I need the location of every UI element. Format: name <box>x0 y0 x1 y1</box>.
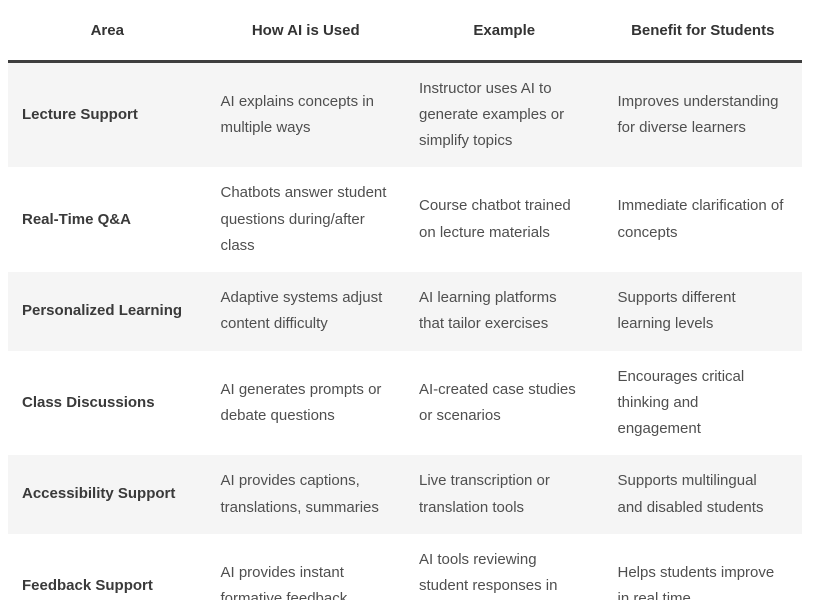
table-row-personalized-learning: Personalized Learning Adaptive systems a… <box>8 272 802 351</box>
cell-how-ai-is-used: Adaptive systems adjust content difficul… <box>220 289 383 333</box>
column-header-area: Area <box>8 0 207 63</box>
cell-benefit: Immediate clarification of concepts <box>617 197 784 241</box>
ai-in-classroom-table: Area How AI is Used Example Benefit for … <box>8 0 802 600</box>
cell-example: Live transcription or translation tools <box>419 472 550 516</box>
table-row-real-time-qa: Real-Time Q&A Chatbots answer student qu… <box>8 167 802 272</box>
cell-example: AI tools reviewing student responses in … <box>419 550 558 594</box>
cell-how-ai-is-used: AI explains concepts in multiple ways <box>220 92 374 136</box>
cell-benefit: Supports multilingual and disabled stude… <box>617 472 764 516</box>
cell-how-ai-is-used: Chatbots answer student questions during… <box>220 184 387 254</box>
cell-example: AI learning platforms that tailor exerci… <box>419 289 557 333</box>
cell-area: Personalized Learning <box>22 302 183 320</box>
cell-how-ai-is-used: AI provides captions, translations, summ… <box>220 472 379 516</box>
cell-area: Lecture Support <box>22 105 138 123</box>
table-row-accessibility-support: Accessibility Support AI provides captio… <box>8 455 802 534</box>
table-header-row: Area How AI is Used Example Benefit for … <box>8 0 802 63</box>
table-row-lecture-support: Lecture Support AI explains concepts in … <box>8 61 802 168</box>
column-header-benefit-for-students: Benefit for Students <box>603 0 802 63</box>
table-row-feedback-support: Feedback Support AI provides instant for… <box>8 533 802 600</box>
cell-example: AI-created case studies or scenarios <box>419 380 576 424</box>
cell-example: Course chatbot trained on lecture materi… <box>419 197 571 241</box>
cell-benefit: Encourages critical thinking and engagem… <box>617 367 745 438</box>
cell-area: Feedback Support <box>22 577 153 594</box>
cell-how-ai-is-used: AI provides instant formative feedback <box>220 563 348 600</box>
cell-benefit: Improves understanding for diverse learn… <box>617 92 779 136</box>
cell-area: Class Discussions <box>22 393 155 411</box>
cell-example: Instructor uses AI to generate examples … <box>419 79 565 150</box>
cell-benefit: Supports different learning levels <box>617 289 736 333</box>
cell-how-ai-is-used: AI generates prompts or debate questions <box>220 380 382 424</box>
column-header-how-ai-is-used: How AI is Used <box>206 0 405 63</box>
cell-area: Accessibility Support <box>22 485 176 503</box>
column-header-example: Example <box>405 0 604 63</box>
cell-area: Real-Time Q&A <box>22 210 131 228</box>
table-row-class-discussions: Class Discussions AI generates prompts o… <box>8 350 802 456</box>
cell-benefit: Helps students improve in real time <box>617 563 775 600</box>
